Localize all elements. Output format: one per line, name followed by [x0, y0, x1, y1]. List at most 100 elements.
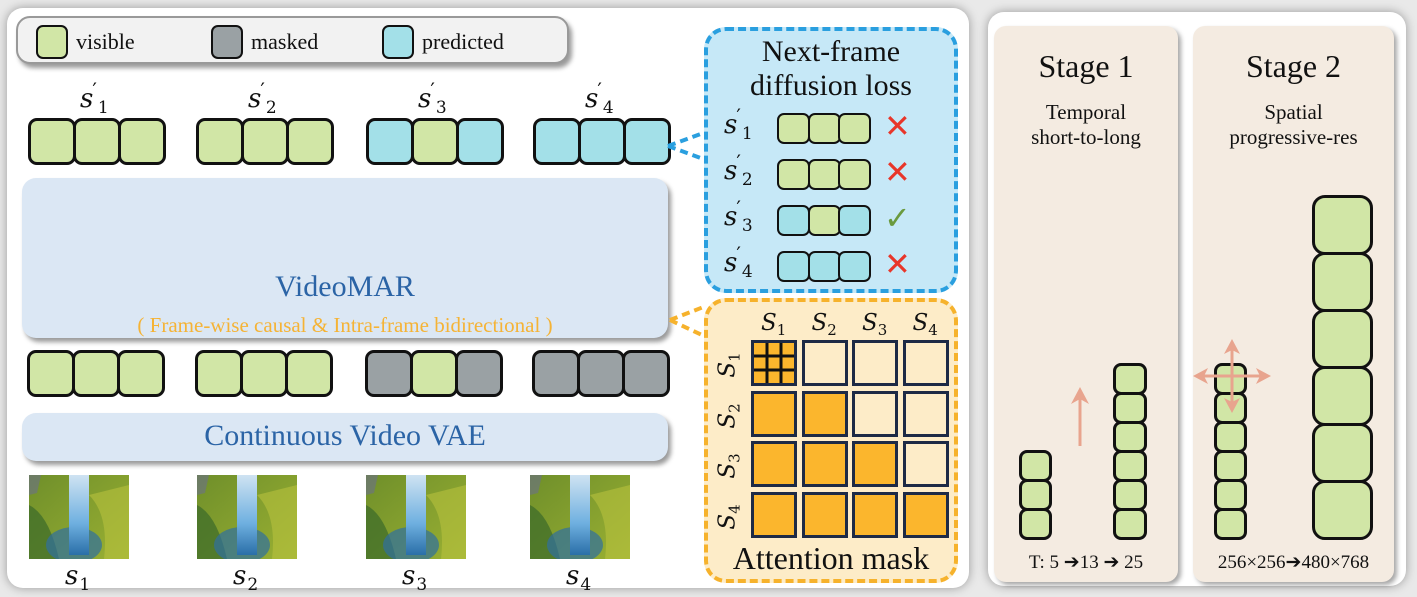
attention-col-header: S1	[761, 312, 786, 338]
token-visible	[241, 118, 289, 165]
attention-cell-intra-frame-grid	[751, 340, 797, 386]
waterfall-image	[366, 475, 466, 559]
label-subscript: 4	[741, 262, 753, 282]
header-subscript: 3	[877, 321, 888, 339]
frame-label: s1	[65, 563, 90, 594]
latent-token	[1312, 366, 1373, 426]
latent-token	[1312, 252, 1373, 312]
header-subscript: 1	[725, 352, 744, 362]
stage-subtitle-line1: Temporal	[1045, 100, 1127, 124]
label-symbol: s	[65, 561, 79, 591]
attention-cell-attend	[852, 441, 898, 487]
stage-subtitle: Temporal short-to-long	[994, 100, 1178, 150]
token-masked	[365, 350, 413, 397]
attention-cell-attend	[751, 441, 797, 487]
visible-swatch	[36, 25, 68, 59]
attention-cell-attend	[751, 390, 797, 437]
token-visible	[807, 205, 841, 236]
label-symbol: s	[585, 84, 599, 114]
legend-item-predicted: predicted	[382, 25, 504, 59]
stage-footer: 256×256➔480×768	[1217, 552, 1370, 573]
output-token-group	[366, 118, 504, 165]
latent-token	[1113, 479, 1147, 511]
label-symbol: s	[724, 248, 738, 278]
model-subtitle: ( Frame-wise causal & Intra-frame bidire…	[137, 313, 553, 337]
label-subscript: 3	[416, 575, 428, 595]
token-visible	[411, 118, 459, 165]
loss-row-label: s′3	[724, 198, 753, 235]
label-symbol: s	[724, 156, 738, 186]
loss-row-label: s′4	[724, 244, 753, 282]
cross-icon: ✕	[884, 153, 911, 191]
latent-token	[1214, 479, 1247, 511]
label-symbol: s	[724, 202, 738, 232]
loss-row-tokens	[777, 251, 871, 282]
header-symbol: S	[811, 310, 828, 336]
token-visible	[73, 118, 121, 165]
latent-token	[1019, 450, 1052, 482]
loss-row-label: s′2	[724, 152, 753, 190]
header-subscript: 4	[725, 503, 744, 514]
label-prime: ′	[736, 242, 741, 266]
stage-1-token-stack	[1019, 450, 1052, 540]
loss-title: Next-frame diffusion loss	[708, 35, 954, 103]
stage-2-token-stack	[1312, 195, 1373, 540]
label-symbol: s	[248, 84, 262, 114]
label-symbol: s	[418, 84, 432, 114]
header-symbol: S	[714, 513, 741, 530]
attention-cell-blocked	[902, 390, 949, 437]
attention-row-header: S2	[715, 402, 744, 428]
vae-block: Continuous Video VAE	[22, 413, 668, 461]
legend-item-masked: masked	[211, 25, 318, 59]
label-subscript: 4	[602, 98, 614, 118]
check-icon: ✓	[884, 199, 911, 237]
token-predicted	[533, 118, 581, 165]
output-label: s′3	[418, 80, 447, 118]
token-predicted	[838, 251, 871, 282]
token-visible	[27, 350, 75, 397]
stage-1-token-stack	[1113, 363, 1147, 540]
label-prime: ′	[260, 78, 265, 102]
token-visible	[838, 159, 871, 190]
output-token-group	[533, 118, 671, 165]
waterfall-image	[197, 475, 297, 559]
latent-token	[1214, 421, 1247, 453]
latent-token	[1312, 423, 1373, 483]
attention-cell-attend	[801, 390, 848, 437]
label-prime: ′	[736, 104, 741, 128]
attention-cell-blocked	[902, 441, 949, 487]
token-predicted	[623, 118, 671, 165]
connector-lines	[667, 130, 707, 338]
token-visible	[777, 113, 810, 144]
attention-cell-attend	[902, 491, 949, 538]
header-subscript: 3	[725, 453, 744, 463]
video-frame-thumbnail	[197, 475, 297, 559]
spatial-expand-arrows-icon	[1193, 339, 1271, 413]
videomar-block: VideoMAR ( Frame-wise causal & Intra-fra…	[22, 178, 668, 338]
label-subscript: 3	[435, 98, 447, 118]
loss-row-tokens	[777, 113, 871, 144]
attention-cell-blocked	[852, 390, 898, 437]
loss-row-tokens	[777, 205, 871, 236]
input-token-group	[195, 350, 333, 397]
latent-token	[1113, 508, 1147, 540]
latent-token	[1214, 450, 1247, 482]
header-subscript: 1	[776, 321, 787, 339]
header-subscript: 2	[725, 402, 744, 413]
latent-token	[1113, 392, 1147, 424]
latent-token	[1312, 195, 1373, 255]
label-prime: ′	[430, 78, 435, 102]
token-visible	[838, 113, 871, 144]
token-visible	[286, 118, 334, 165]
loss-title-line2: diffusion loss	[750, 69, 912, 102]
legend-label: predicted	[422, 29, 504, 54]
attention-cell-blocked	[801, 340, 848, 386]
latent-token	[1214, 508, 1247, 540]
token-visible	[410, 350, 458, 397]
token-visible	[285, 350, 333, 397]
token-visible	[807, 159, 841, 190]
label-subscript: 2	[741, 170, 753, 190]
label-prime: ′	[736, 150, 741, 174]
input-token-group	[532, 350, 670, 397]
